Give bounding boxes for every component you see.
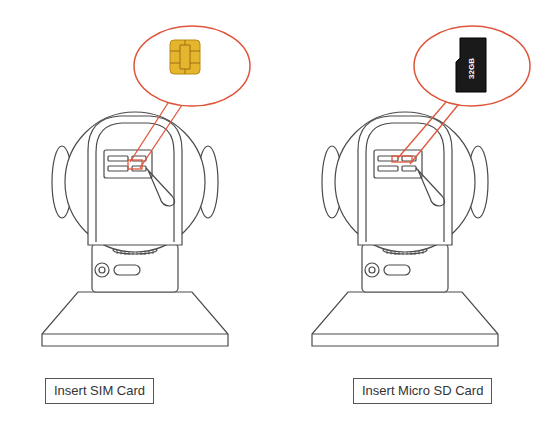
- camera-right: [312, 112, 498, 346]
- caption-box: Insert SIM Card: [45, 378, 154, 404]
- caption-text: Insert SIM Card: [54, 383, 145, 399]
- caption-box: Insert Micro SD Card: [353, 378, 492, 404]
- sd-callout: [392, 26, 530, 164]
- camera-left: [42, 112, 228, 346]
- caption-text: Insert Micro SD Card: [362, 383, 483, 399]
- sim-callout: [128, 26, 250, 169]
- card-capacity: 32GB: [467, 58, 476, 79]
